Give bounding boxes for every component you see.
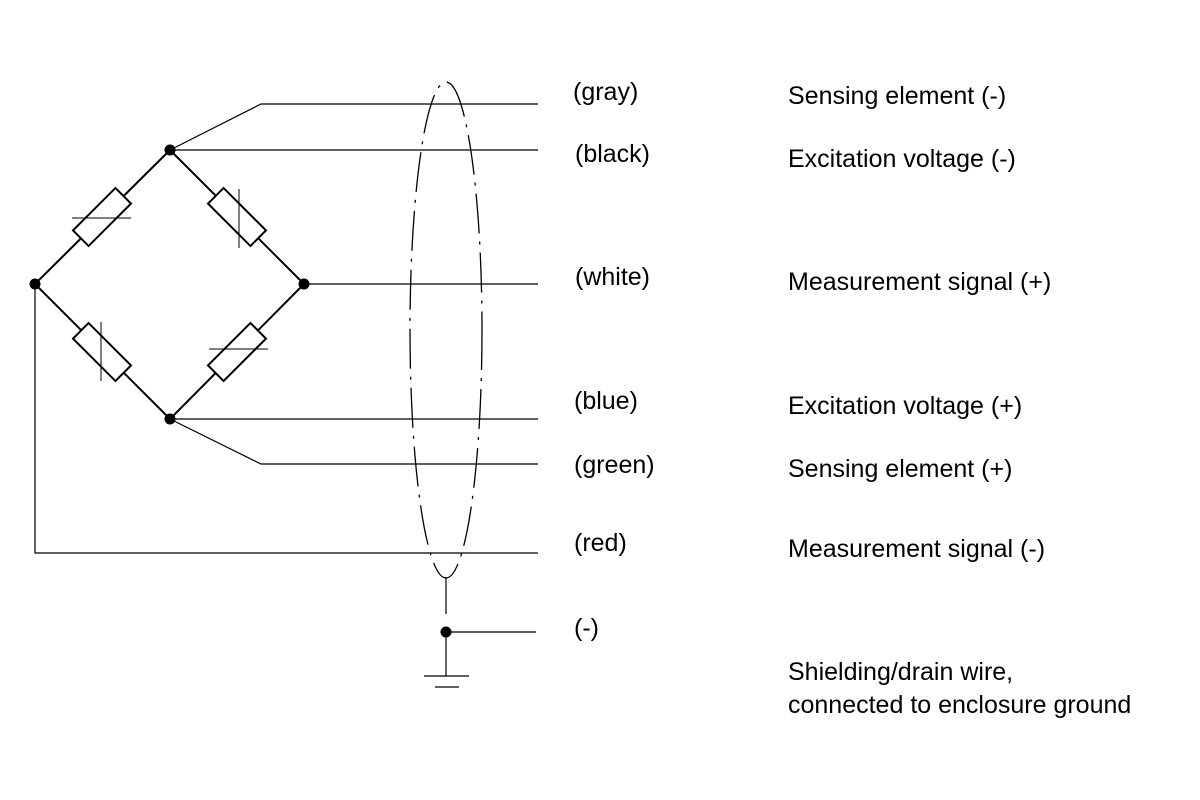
node-shield <box>440 626 452 638</box>
wire-label-green: (green) <box>574 451 655 479</box>
wire-gray <box>169 103 538 151</box>
node-top <box>164 144 176 156</box>
resistor-top-left <box>71 186 133 248</box>
wire-function-black: Excitation voltage (-) <box>788 145 1016 173</box>
wire-function-green: Sensing element (+) <box>788 455 1013 483</box>
wire-function-white: Measurement signal (+) <box>788 268 1052 296</box>
wire-green <box>169 418 538 465</box>
wire-red <box>34 284 538 554</box>
wire-label-white: (white) <box>575 263 651 291</box>
resistor-bottom-left <box>71 321 133 383</box>
node-bottom <box>164 413 176 425</box>
resistor-bottom-right <box>206 321 268 383</box>
node-right <box>298 278 310 290</box>
wire-label-red: (red) <box>574 529 627 557</box>
wire-function-gray: Sensing element (-) <box>788 82 1007 110</box>
shield-description-line1: Shielding/drain wire, <box>788 658 1014 686</box>
cable-shield-outline <box>409 81 483 579</box>
wire-label-black: (black) <box>575 140 651 168</box>
shield-terminal-label: (-) <box>574 614 599 642</box>
wire-label-blue: (blue) <box>574 387 638 415</box>
node-left <box>29 278 41 290</box>
wire-function-blue: Excitation voltage (+) <box>788 392 1023 420</box>
shield-description-line2: connected to enclosure ground <box>788 691 1132 719</box>
wire-function-red: Measurement signal (-) <box>788 535 1046 563</box>
wire-label-gray: (gray) <box>573 78 639 106</box>
ground-icon <box>424 675 469 688</box>
resistor-top-right <box>206 186 268 248</box>
